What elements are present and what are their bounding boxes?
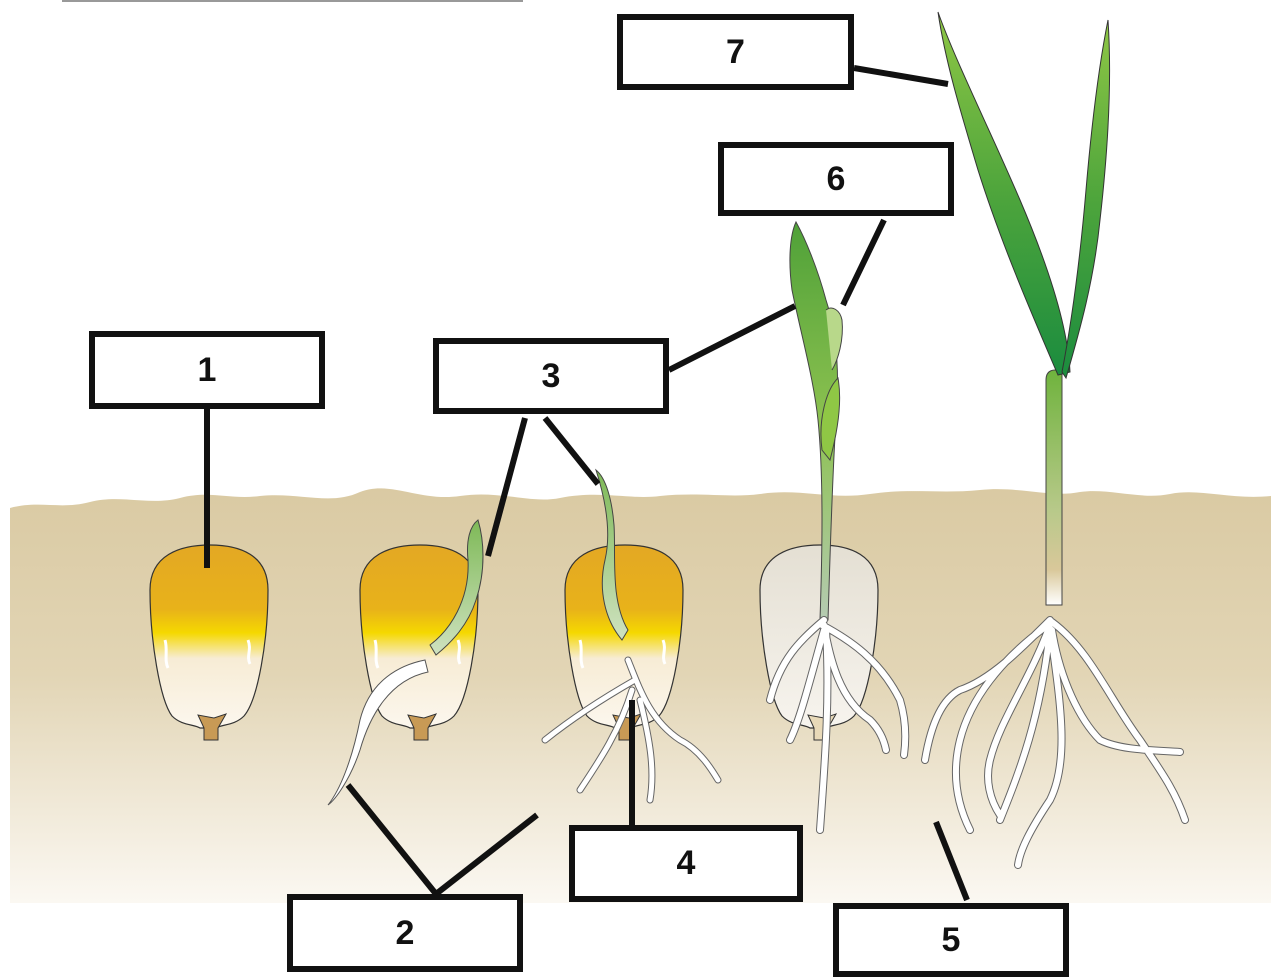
leader-3b	[545, 418, 598, 484]
label-box-4: 4	[569, 825, 803, 902]
label-box-6: 6	[718, 142, 954, 216]
label-box-3: 3	[433, 338, 669, 414]
leader-7	[854, 68, 948, 84]
label-box-7: 7	[617, 14, 854, 90]
label-box-1: 1	[89, 331, 325, 409]
leader-6	[843, 220, 884, 305]
leader-3c	[669, 306, 795, 370]
label-box-5: 5	[833, 903, 1069, 977]
label-box-2: 2	[287, 894, 523, 972]
